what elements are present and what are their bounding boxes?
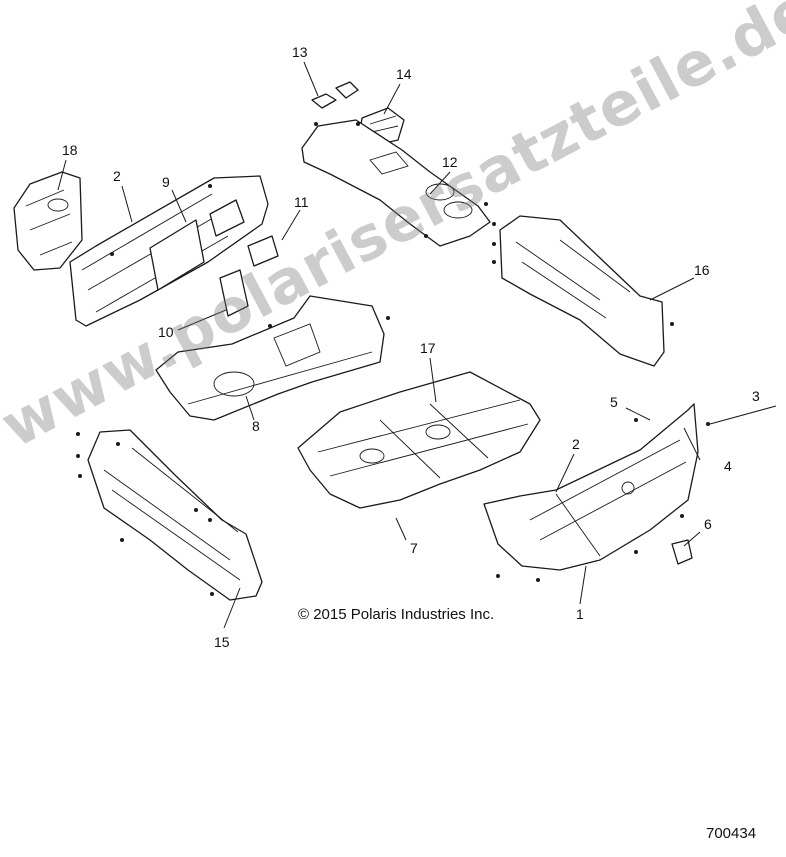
callout-11: 11 xyxy=(294,194,309,210)
callout-2-bulkhead: 2 xyxy=(572,436,580,452)
callout-13: 13 xyxy=(292,44,308,60)
part-12-console xyxy=(301,119,491,247)
part-2-rear-panel xyxy=(69,175,269,327)
callout-15: 15 xyxy=(214,634,230,650)
copyright-notice: © 2015 Polaris Industries Inc. xyxy=(298,606,495,623)
part-18-storage-bin xyxy=(13,171,83,271)
part-7-main-floor xyxy=(297,371,541,509)
callout-10: 10 xyxy=(158,324,174,340)
part-1-rear-bulkhead xyxy=(483,403,699,571)
callout-3: 3 xyxy=(752,388,760,404)
part-6-clip xyxy=(671,539,693,565)
leader-lines xyxy=(57,61,777,629)
callout-2-rear-panel: 2 xyxy=(113,168,121,184)
callout-12: 12 xyxy=(442,154,458,170)
part-8-floor-tray xyxy=(155,295,385,421)
part-16-side-panel-right xyxy=(499,215,665,367)
part-11-label xyxy=(247,235,279,267)
part-10-cover xyxy=(219,269,249,317)
part-13-boots xyxy=(311,81,359,109)
callout-17: 17 xyxy=(420,340,436,356)
fasteners xyxy=(76,122,710,596)
callout-14: 14 xyxy=(396,66,412,82)
callout-1: 1 xyxy=(576,606,584,622)
callout-5: 5 xyxy=(610,394,618,410)
callout-18: 18 xyxy=(62,142,78,158)
callout-4: 4 xyxy=(724,458,732,474)
callout-7: 7 xyxy=(410,540,418,556)
callout-6: 6 xyxy=(704,516,712,532)
callout-8: 8 xyxy=(252,418,260,434)
part-15-side-panel-left xyxy=(87,429,263,601)
callout-16: 16 xyxy=(694,262,710,278)
callout-9: 9 xyxy=(162,174,170,190)
drawing-number: 700434 xyxy=(706,825,757,842)
